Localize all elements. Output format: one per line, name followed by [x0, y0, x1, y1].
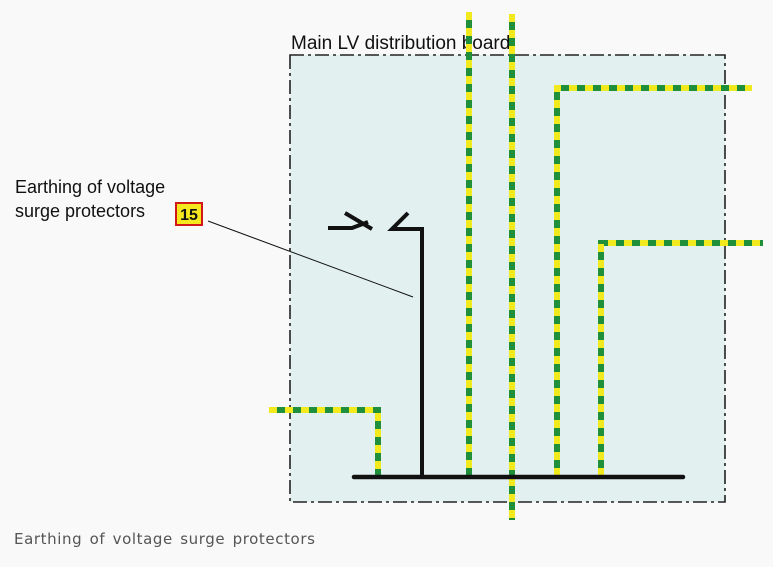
- earth-conductor-upper-right: [554, 85, 752, 476]
- earth-conductor-lower-right: [598, 240, 763, 476]
- distribution-board-outline: [289, 54, 726, 503]
- label-line-1: Earthing of voltage: [15, 177, 165, 197]
- board-title: Main LV distribution board: [291, 33, 510, 54]
- earth-conductor-left: [269, 407, 381, 476]
- earth-conductors: [269, 12, 763, 520]
- label-line-2: surge protectors: [15, 201, 145, 221]
- reference-badge-number: 15: [180, 207, 198, 224]
- leader-line: [207, 220, 414, 298]
- reference-badge: 15: [175, 202, 203, 226]
- figure-caption: Earthing of voltage surge protectors: [14, 530, 316, 548]
- surge-protector-symbol: [328, 211, 424, 477]
